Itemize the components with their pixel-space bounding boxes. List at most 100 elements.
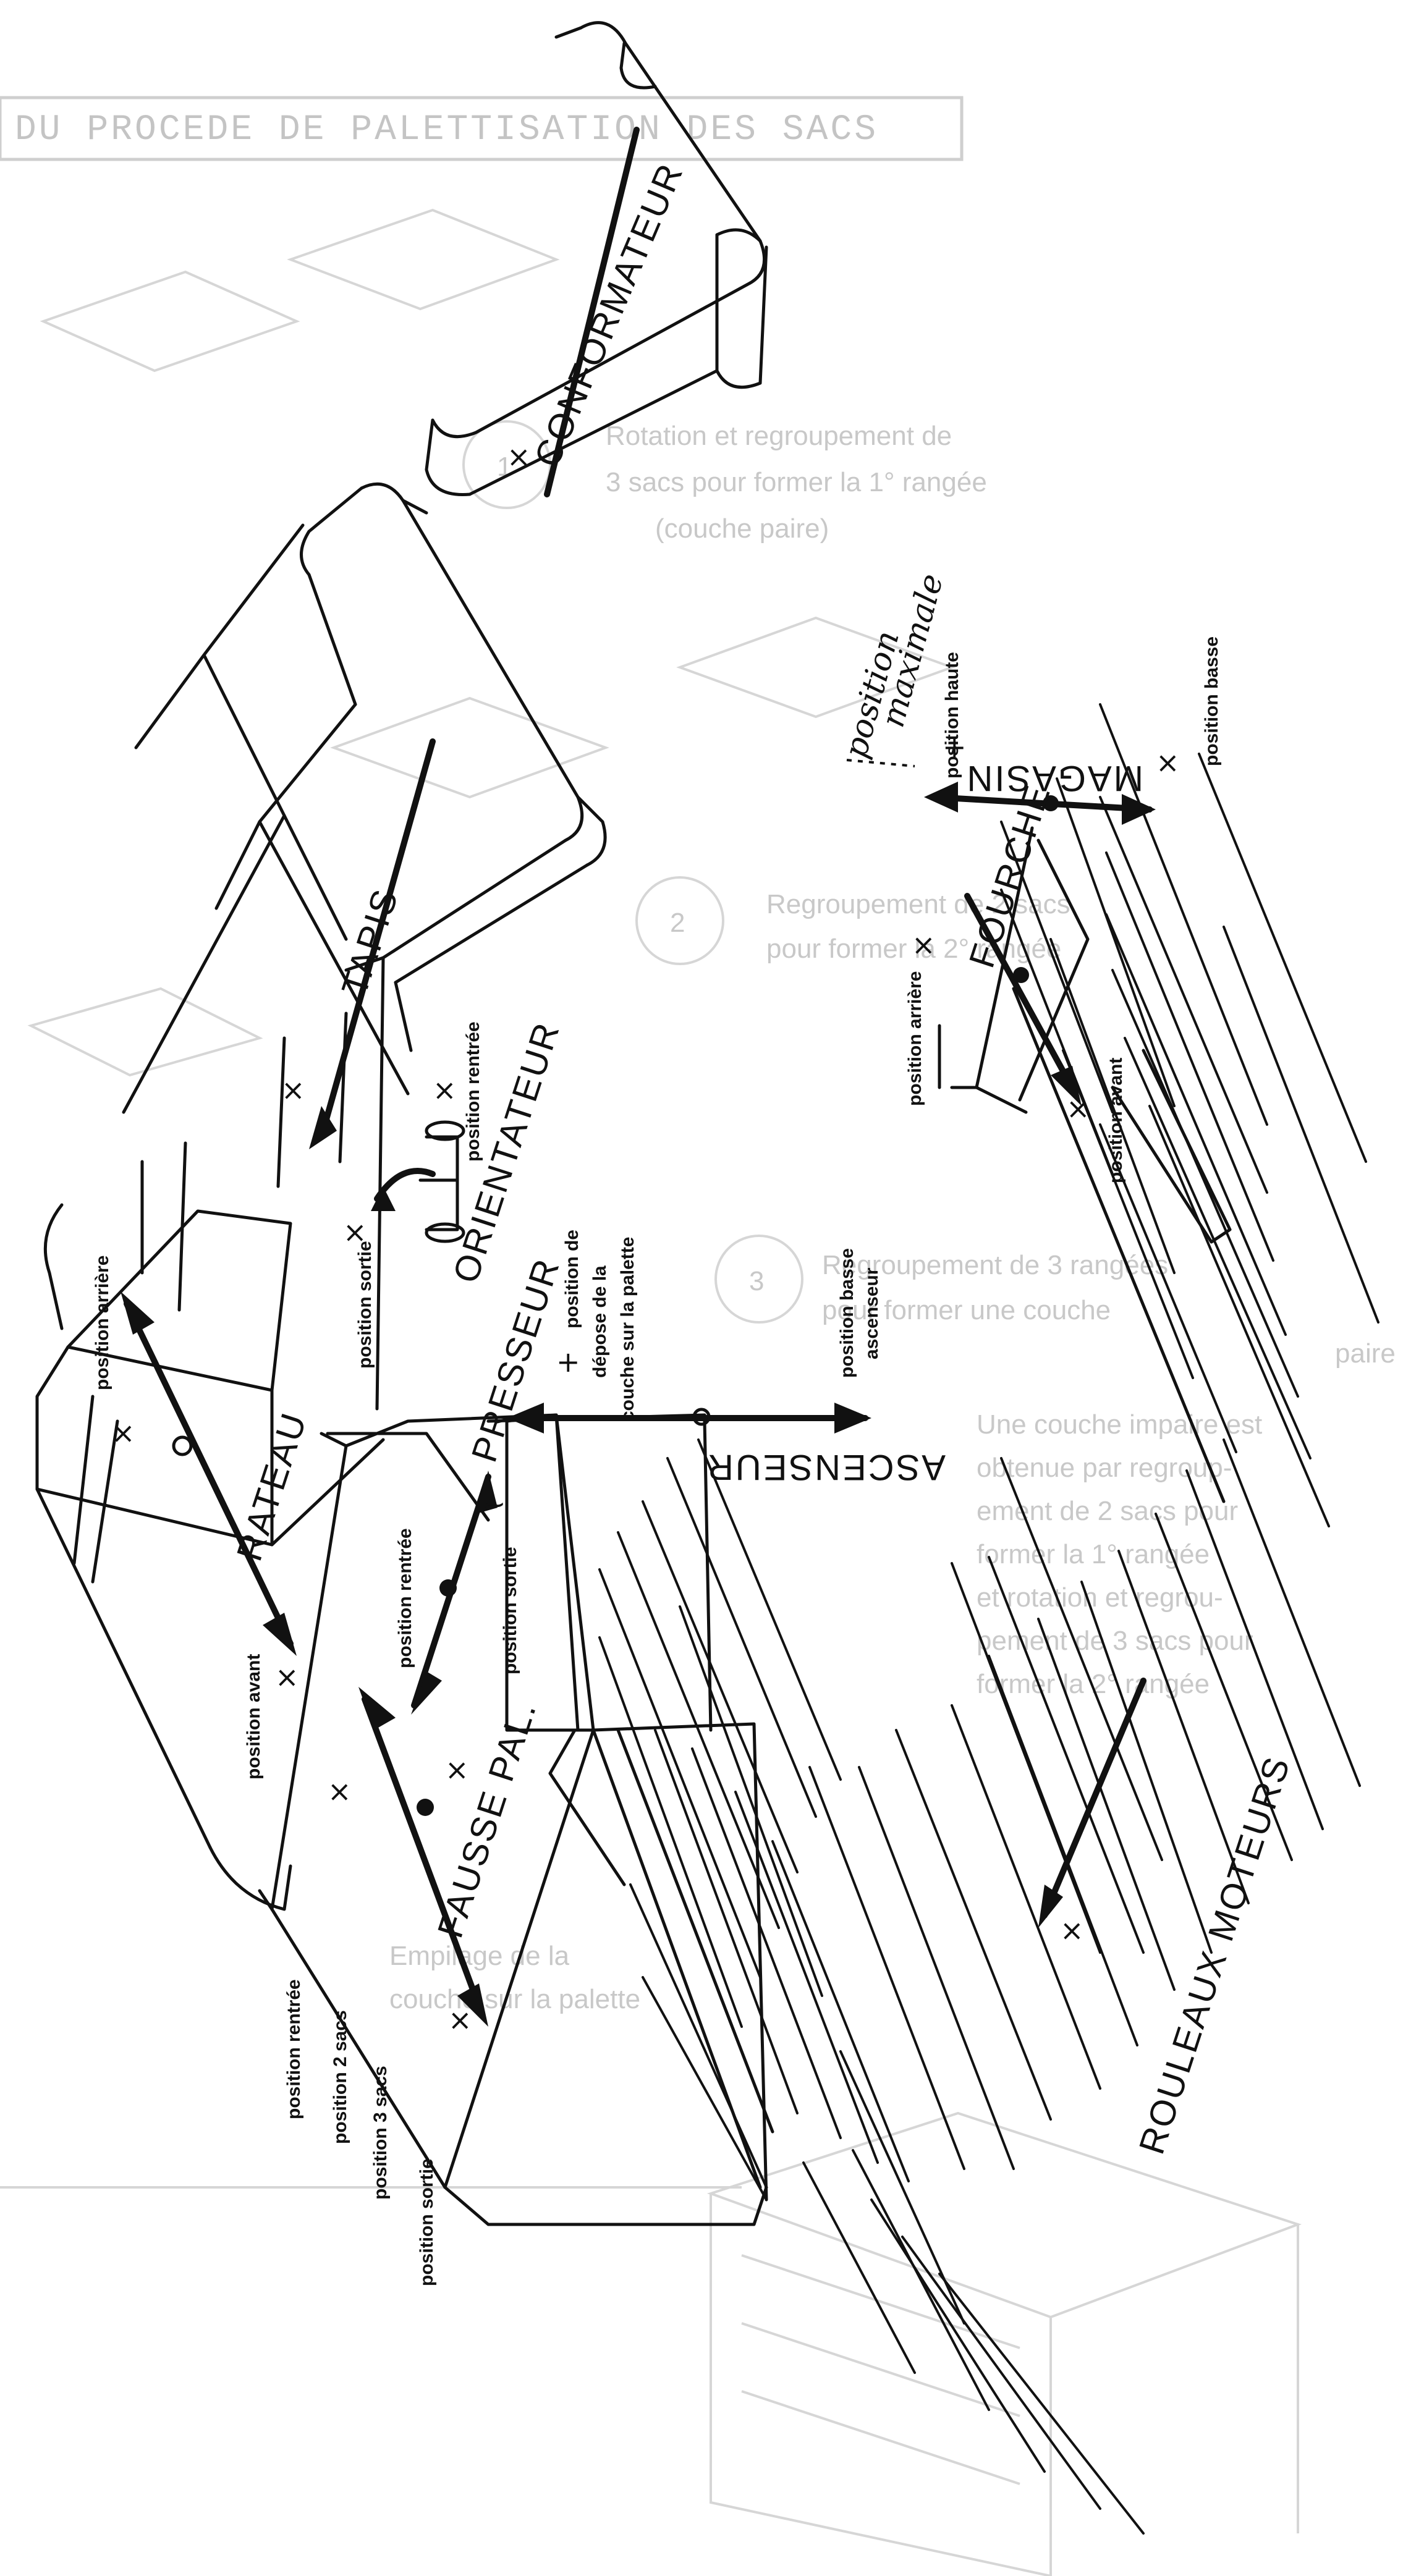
- ghost-bottom-line2: couche sur la palette: [389, 1984, 640, 2014]
- ghost-paragraph-5: et rotation et regrou-: [977, 1582, 1223, 1613]
- ghost-step2-number: 2: [670, 908, 685, 938]
- fausse-pal-arrowhead-back: [358, 1687, 396, 1730]
- caption-magasin-basse: position basse: [1202, 636, 1222, 766]
- ghost-sketches: [0, 208, 1302, 2576]
- caption-orientateur-sortie: position sortie: [355, 1241, 375, 1369]
- fausse-pal-pivot: [417, 1799, 434, 1816]
- ghost-step3-line1: Regroupement de 3 rangées: [822, 1250, 1168, 1280]
- pallet-hatching: [598, 1438, 910, 2201]
- caption-presseur-sortie: position sortie: [500, 1547, 520, 1674]
- caption-fourche-avant: position avant: [1106, 1058, 1126, 1183]
- fausse-pal-arrowhead-front: [457, 1983, 488, 2027]
- tapis-cross: ×: [281, 1073, 305, 1107]
- orientateur-rentree-cross: ×: [433, 1073, 457, 1107]
- fourche-arrowhead: [1051, 1066, 1082, 1106]
- magasin-pivot: [1043, 795, 1059, 811]
- ghost-title: DU PROCEDE DE PALETTISATION DES SACS: [15, 110, 878, 150]
- fausse-pal-2sacs-cross: ×: [445, 1753, 469, 1786]
- ghost-step3-circle: [714, 1235, 803, 1324]
- fourche-frame: [938, 826, 1232, 1503]
- ghost-step1-line2: 3 sacs pour former la 1° rangée: [606, 467, 987, 497]
- label-rateau: RATEAU: [229, 1407, 315, 1566]
- rouleaux-moteurs-hatching: [802, 1438, 1361, 2535]
- ghost-step2-line1: Regroupement de 2 sacs: [766, 889, 1070, 919]
- caption-depose-1: position de: [562, 1230, 582, 1328]
- machine-outline: [35, 21, 1380, 2535]
- fourche-avant-cross: ×: [1066, 1092, 1090, 1125]
- presseur-pivot: [439, 1579, 457, 1597]
- caption-magasin-haute: position haute: [942, 652, 962, 779]
- ascenseur-arrowhead-left: [507, 1403, 544, 1434]
- caption-fourche-arriere: position arrière: [905, 971, 925, 1106]
- magasin-basse-cross: ×: [1156, 746, 1180, 779]
- orientateur-sortie-cross: ×: [343, 1215, 367, 1249]
- rateau-arrow: [124, 1301, 294, 1647]
- ghost-step1-circle: [462, 420, 551, 509]
- fourche-pivot: [1013, 967, 1029, 983]
- rateau-block: [35, 1011, 385, 1911]
- rateau-arrowhead-back: [121, 1291, 155, 1335]
- ghost-title-frame: [0, 96, 964, 161]
- ghost-step2-circle: [635, 876, 724, 965]
- ghost-paragraph-7: former la 2° rangée: [977, 1669, 1210, 1699]
- caption-fausse-pal-3sacs: position 3 sacs: [370, 2066, 391, 2200]
- label-magasin: MAGASIN: [965, 758, 1144, 798]
- depose-cross: +: [556, 1345, 580, 1379]
- fausse-pal-arrow: [362, 1696, 485, 2017]
- ascenseur-arrowhead-right: [834, 1403, 871, 1434]
- caption-ascenseur-basse-2: ascenseur: [862, 1267, 882, 1359]
- caption-depose-2: dépose de la: [590, 1265, 610, 1378]
- conformateur-arrow: [544, 127, 640, 497]
- ghost-paragraph-1: Une couche impaire est: [977, 1409, 1262, 1440]
- magasin-hatching: [1000, 703, 1380, 1527]
- caption-rateau-arriere: position arrière: [92, 1256, 112, 1390]
- caption-depose-3: couche sur la palette: [617, 1237, 638, 1421]
- ghost-paragraph-2: obtenue par regroup-: [977, 1453, 1232, 1483]
- tapis-arrow: [318, 738, 436, 1140]
- tapis-conveyor: [122, 482, 607, 1411]
- rateau-pivot: [172, 1435, 193, 1456]
- rateau-avant-cross: ×: [275, 1660, 299, 1694]
- caption-fausse-pal-sortie: position sortie: [417, 2158, 437, 2286]
- magasin-arrow: [930, 794, 1153, 813]
- ghost-step3-line2: pour former une couche: [822, 1295, 1111, 1325]
- motion-arrows: [121, 127, 1156, 2027]
- rouleaux-arrow: [1041, 1678, 1146, 1919]
- caption-fausse-pal-2sacs: position 2 sacs: [330, 2010, 350, 2144]
- fausse-pal-sortie-cross: ×: [448, 2003, 472, 2037]
- magasin-haute-cross: +: [943, 730, 967, 764]
- caption-fausse-pal-rentree: position rentrée: [284, 1979, 304, 2119]
- ghost-step1-line1: Rotation et regroupement de: [606, 421, 952, 451]
- fausse-pal-rentree-cross: ×: [328, 1775, 352, 1808]
- tapis-arrowhead: [309, 1106, 337, 1149]
- rateau-arriere-cross: ×: [111, 1416, 135, 1450]
- rouleaux-cross: ×: [1060, 1914, 1084, 1947]
- label-ascenseur: ASCENSEUR: [706, 1447, 946, 1487]
- presseur-arrowhead-down: [411, 1671, 442, 1715]
- rouleaux-arrowhead: [1038, 1885, 1063, 1928]
- ghost-step1-line3: (couche paire): [655, 513, 829, 544]
- caption-presseur-rentree: position rentrée: [395, 1528, 415, 1668]
- caption-rateau-avant: position avant: [244, 1654, 264, 1780]
- conformateur-conveyor: [425, 21, 768, 496]
- ghost-step2-line2: pour former la 2° rangée: [766, 934, 1061, 964]
- ascenseur-pivot: [692, 1408, 711, 1426]
- presseur-arrowhead-up: [476, 1471, 498, 1514]
- caption-orientateur-rentree: position rentrée: [463, 1021, 483, 1162]
- magasin-arrowhead-left: [924, 782, 958, 813]
- orientateur-rotation-arrowhead: [371, 1186, 396, 1211]
- ghost-step3-number: 3: [749, 1266, 764, 1296]
- position-captions: position arrière position avant position…: [92, 570, 1222, 2286]
- label-fausse-pal: FAUSSE PAL.: [430, 1696, 545, 1943]
- ghost-bottom-line1: Empilage de la: [389, 1941, 570, 1971]
- magasin-arrowhead-right: [1122, 794, 1156, 825]
- fourche-arrow: [964, 893, 1079, 1097]
- position-marks: × × × × × × + ~ × × × × × + × ×: [111, 440, 1180, 2037]
- orientateur-symbol: [371, 1120, 465, 1243]
- conformateur-cross: ×: [507, 440, 531, 473]
- rateau-arrowhead-front: [263, 1613, 297, 1656]
- component-labels: CONFORMATEUR TAPIS ORIENTATEUR RATEAU PR…: [229, 157, 1299, 2159]
- maximale-dotted-line: [846, 759, 915, 767]
